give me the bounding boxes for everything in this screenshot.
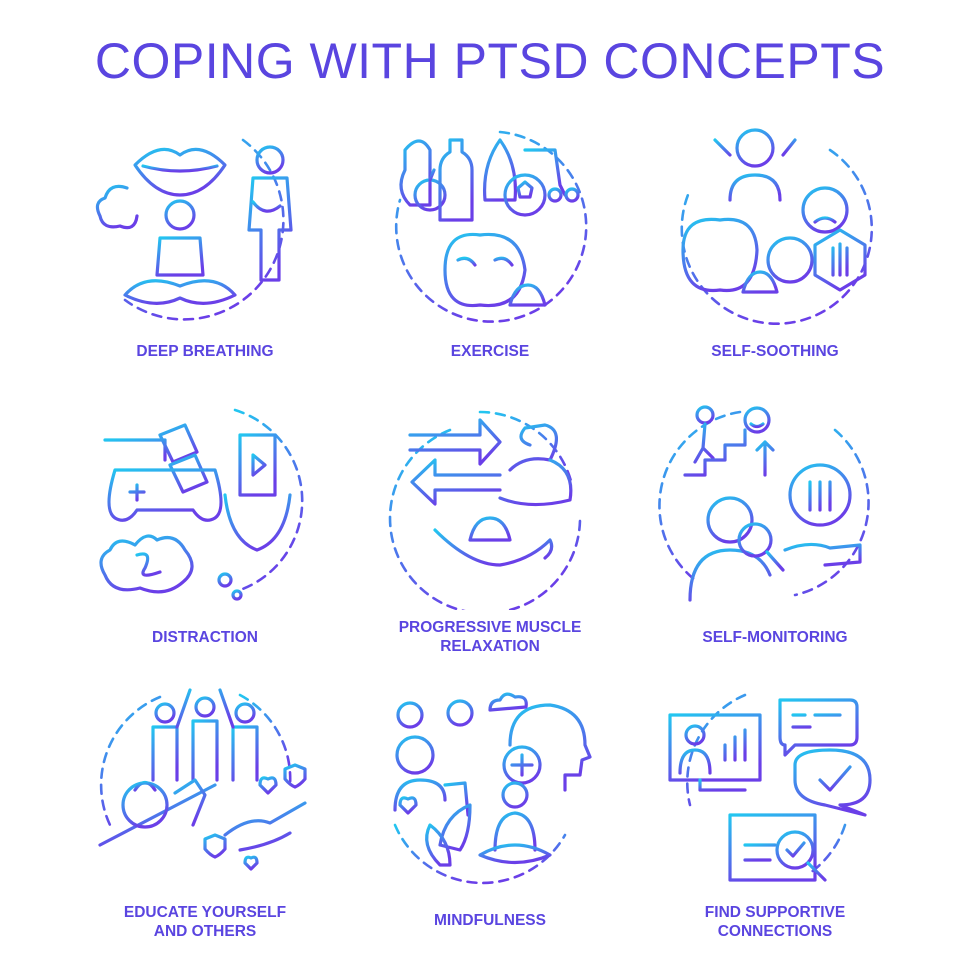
muscle-relaxation-icon (388, 410, 582, 610)
page-title: COPING WITH PTSD CONCEPTS (94, 33, 886, 89)
self-monitoring-tile: SELF-MONITORING (635, 400, 915, 646)
educate-yourself-tile: EDUCATE YOURSELF AND OTHERS (65, 675, 345, 940)
label-line-2: CONNECTIONS (717, 923, 833, 940)
label-line-1: PROGRESSIVE MUSCLE (398, 619, 582, 636)
label-line-1: EDUCATE YOURSELF (123, 904, 287, 921)
mindfulness-tile: MINDFULNESS (350, 675, 630, 929)
concept-label-multiline: EDUCATE YOURSELF AND OTHERS (65, 903, 345, 941)
concept-label: DEEP BREATHING (136, 343, 274, 360)
education-icon (98, 688, 307, 871)
concept-label: DISTRACTION (152, 629, 258, 646)
label-line-2: RELAXATION (440, 638, 540, 655)
concept-label-multiline: PROGRESSIVE MUSCLE RELAXATION (350, 618, 630, 656)
find-supportive-connections-tile: FIND SUPPORTIVE CONNECTIONS (635, 675, 915, 940)
concept-label: EXERCISE (450, 343, 530, 360)
concept-label: SELF-SOOTHING (711, 343, 839, 360)
deep-breathing-tile: DEEP BREATHING (65, 110, 345, 360)
distraction-tile: DISTRACTION (65, 400, 345, 646)
self-monitoring-icon (658, 405, 870, 602)
concept-label-multiline: FIND SUPPORTIVE CONNECTIONS (635, 903, 915, 941)
connections-icon (668, 693, 872, 882)
label-line-2: AND OTHERS (153, 923, 257, 940)
self-soothing-icon (680, 128, 874, 325)
concept-label: MINDFULNESS (434, 912, 546, 929)
exercise-icon (394, 130, 588, 323)
progressive-muscle-relaxation-tile: PROGRESSIVE MUSCLE RELAXATION (350, 400, 630, 655)
distraction-icon (99, 408, 304, 601)
mindfulness-icon (393, 692, 592, 885)
label-line-1: FIND SUPPORTIVE (704, 904, 846, 921)
self-soothing-tile: SELF-SOOTHING (635, 110, 915, 360)
breathing-icon (95, 138, 293, 321)
concept-label: SELF-MONITORING (702, 629, 848, 646)
exercise-tile: EXERCISE (350, 110, 630, 360)
